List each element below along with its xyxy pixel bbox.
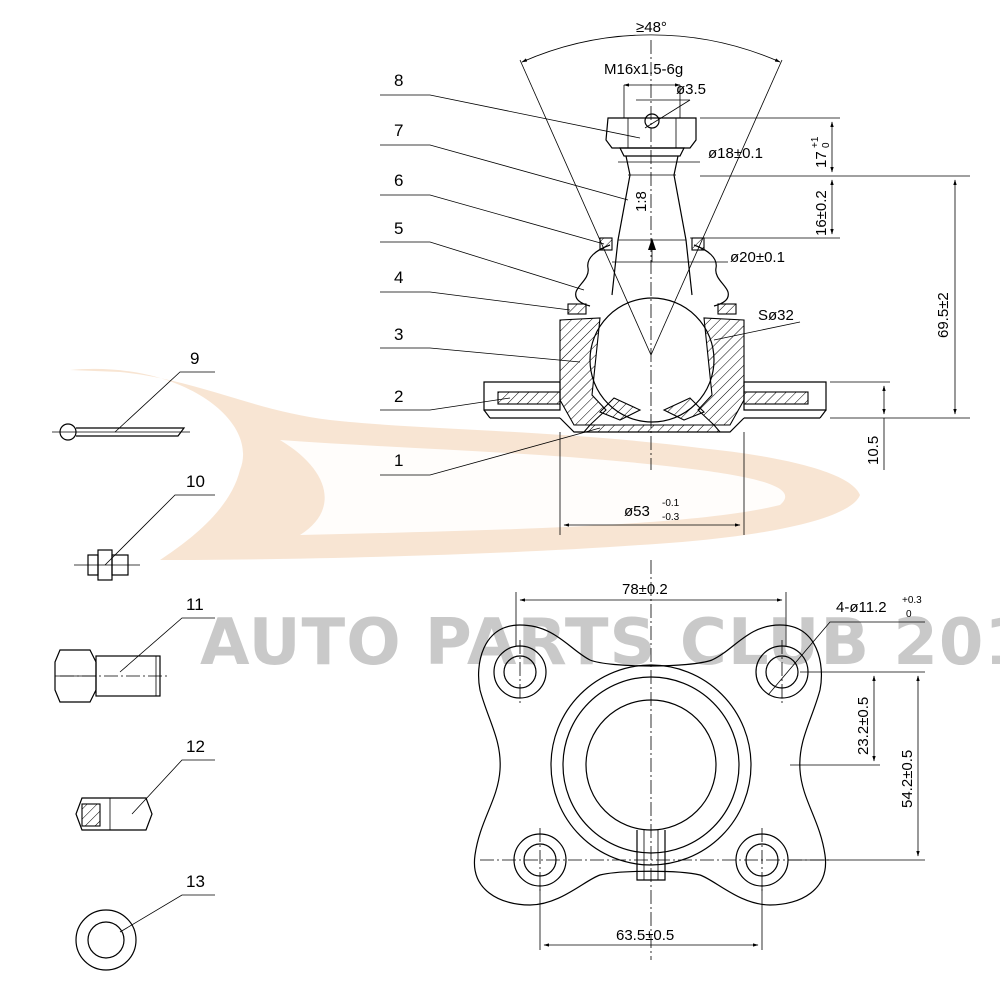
washer	[75, 894, 215, 971]
svg-text:ø53: ø53	[624, 503, 650, 520]
label-9: 9	[190, 349, 199, 368]
dim-height-69: 69.5±2	[935, 292, 952, 338]
dim-housing-diameter: ø53 -0.1 -0.3	[624, 498, 680, 523]
watermark-text: AUTO PARTS CLUB 2018	[200, 606, 1000, 680]
dim-height-17: 17 +1 0	[810, 136, 832, 168]
svg-text:-0.1: -0.1	[662, 498, 680, 509]
dim-height-16: 16±0.2	[813, 190, 830, 236]
dim-shank-lower: ø20±0.1	[730, 249, 785, 266]
label-1: 1	[394, 451, 403, 470]
part-leaders	[380, 94, 641, 476]
dim-ball: Sø32	[758, 307, 794, 324]
dim-height-10: 10.5	[865, 436, 882, 465]
dim-offset-23: 23.2±0.5	[855, 697, 872, 755]
nut	[75, 759, 215, 831]
dim-hole-spec: 4-ø11.2 +0.3 0	[836, 595, 922, 620]
dust-boot	[567, 237, 737, 315]
svg-text:4-ø11.2: 4-ø11.2	[836, 599, 887, 616]
label-10: 10	[186, 472, 205, 491]
dim-offset-54: 54.2±0.5	[899, 750, 916, 808]
small-parts	[52, 371, 215, 971]
right-dimensions	[612, 83, 970, 470]
dim-bottom-width: 63.5±0.5	[616, 927, 674, 944]
watermark-swoosh-inner	[280, 440, 786, 535]
svg-text:+1: +1	[810, 136, 821, 148]
section-view: ≥48° M16x1.5-6g ø3.5 ø18±0.1 ø20±0.1 Sø3…	[380, 19, 970, 535]
label-7: 7	[394, 121, 403, 140]
label-8: 8	[394, 71, 403, 90]
label-13: 13	[186, 872, 205, 891]
ball-stud	[589, 155, 715, 423]
label-6: 6	[394, 171, 403, 190]
dim-thread: M16x1.5-6g	[604, 61, 683, 78]
svg-text:0: 0	[821, 142, 832, 148]
dim-shank-upper: ø18±0.1	[708, 145, 763, 162]
cotter-pin	[52, 371, 215, 441]
label-12: 12	[186, 737, 205, 756]
housing	[483, 317, 827, 433]
label-3: 3	[394, 325, 403, 344]
svg-text:+0.3: +0.3	[902, 595, 922, 606]
flange-outline	[473, 624, 827, 906]
part-number-labels: 8 7 6 5 4 3 2 1 9 10 11 12 13	[186, 71, 403, 891]
castle-nut	[605, 113, 697, 157]
watermark: AUTO PARTS CLUB 2018	[70, 368, 1000, 680]
label-11: 11	[186, 595, 204, 614]
label-4: 4	[394, 268, 403, 287]
angle-arc	[521, 34, 781, 63]
svg-text:0: 0	[906, 609, 912, 620]
grease-fitting	[74, 494, 215, 581]
dim-pin-hole: ø3.5	[676, 81, 706, 98]
svg-text:-0.3: -0.3	[662, 512, 680, 523]
dim-taper: 1:8	[633, 191, 650, 212]
svg-text:17: 17	[813, 151, 830, 168]
dim-angle: ≥48°	[636, 19, 667, 36]
label-2: 2	[394, 387, 403, 406]
label-5: 5	[394, 219, 403, 238]
dim-flange-width: 78±0.2	[622, 581, 668, 598]
bolt	[54, 617, 215, 703]
plan-view: 78±0.2 4-ø11.2 +0.3 0 23.2±0.5 54.2±0.5 …	[473, 560, 925, 960]
